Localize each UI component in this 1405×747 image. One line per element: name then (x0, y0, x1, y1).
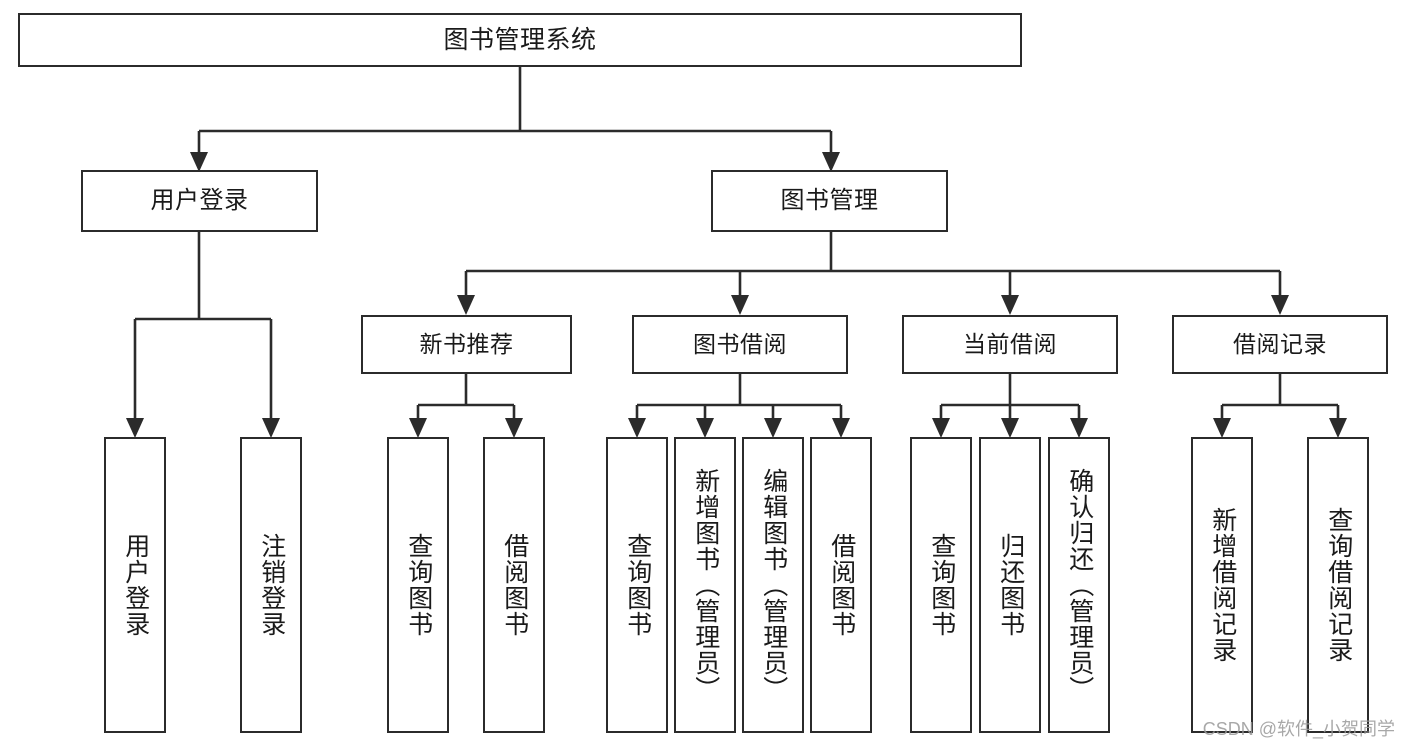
node-leaf-search-book-label: 查询图书 (623, 533, 652, 637)
node-user-login-label: 用户登录 (150, 186, 249, 214)
node-leaf-return-book-label: 归还图书 (996, 533, 1025, 637)
node-leaf-search-book-current-label: 查询图书 (927, 533, 956, 637)
node-leaf-search-book[interactable]: 查询图书 (606, 437, 668, 733)
node-root-system[interactable]: 图书管理系统 (18, 13, 1022, 67)
node-leaf-return-book[interactable]: 归还图书 (979, 437, 1041, 733)
node-leaf-edit-book-admin-label: 编辑图书（管理员） (759, 468, 788, 702)
node-leaf-borrow-book-newbook-label: 借阅图书 (500, 533, 529, 637)
node-leaf-add-book-admin[interactable]: 新增图书（管理员） (674, 437, 736, 733)
node-leaf-search-borrow-record-label: 查询借阅记录 (1324, 507, 1353, 663)
node-leaf-borrow-book[interactable]: 借阅图书 (810, 437, 872, 733)
node-leaf-search-book-newbook[interactable]: 查询图书 (387, 437, 449, 733)
node-leaf-search-book-current[interactable]: 查询图书 (910, 437, 972, 733)
node-leaf-edit-book-admin[interactable]: 编辑图书（管理员） (742, 437, 804, 733)
node-new-book-recommend-label: 新书推荐 (419, 330, 514, 357)
node-leaf-search-borrow-record[interactable]: 查询借阅记录 (1307, 437, 1369, 733)
node-book-borrow-label: 图书借阅 (693, 330, 787, 357)
node-leaf-logout[interactable]: 注销登录 (240, 437, 302, 733)
node-root-system-label: 图书管理系统 (443, 26, 597, 54)
node-book-management[interactable]: 图书管理 (711, 170, 948, 232)
node-leaf-user-login-label: 用户登录 (121, 533, 150, 637)
node-book-borrow[interactable]: 图书借阅 (632, 315, 848, 374)
node-leaf-add-borrow-record-label: 新增借阅记录 (1208, 507, 1237, 663)
node-leaf-add-borrow-record[interactable]: 新增借阅记录 (1191, 437, 1253, 733)
node-leaf-search-book-newbook-label: 查询图书 (404, 533, 433, 637)
node-borrow-record[interactable]: 借阅记录 (1172, 315, 1388, 374)
arrowheads (126, 152, 1347, 438)
node-leaf-logout-label: 注销登录 (257, 533, 286, 637)
node-book-management-label: 图书管理 (780, 186, 879, 214)
node-leaf-borrow-book-label: 借阅图书 (827, 533, 856, 637)
node-leaf-user-login[interactable]: 用户登录 (104, 437, 166, 733)
node-user-login[interactable]: 用户登录 (81, 170, 318, 232)
node-new-book-recommend[interactable]: 新书推荐 (361, 315, 572, 374)
node-current-borrow-label: 当前借阅 (963, 330, 1057, 357)
node-leaf-confirm-return-admin[interactable]: 确认归还（管理员） (1048, 437, 1110, 733)
node-borrow-record-label: 借阅记录 (1233, 330, 1327, 357)
node-leaf-confirm-return-admin-label: 确认归还（管理员） (1065, 468, 1094, 702)
node-leaf-add-book-admin-label: 新增图书（管理员） (691, 468, 720, 702)
node-current-borrow[interactable]: 当前借阅 (902, 315, 1118, 374)
node-leaf-borrow-book-newbook[interactable]: 借阅图书 (483, 437, 545, 733)
